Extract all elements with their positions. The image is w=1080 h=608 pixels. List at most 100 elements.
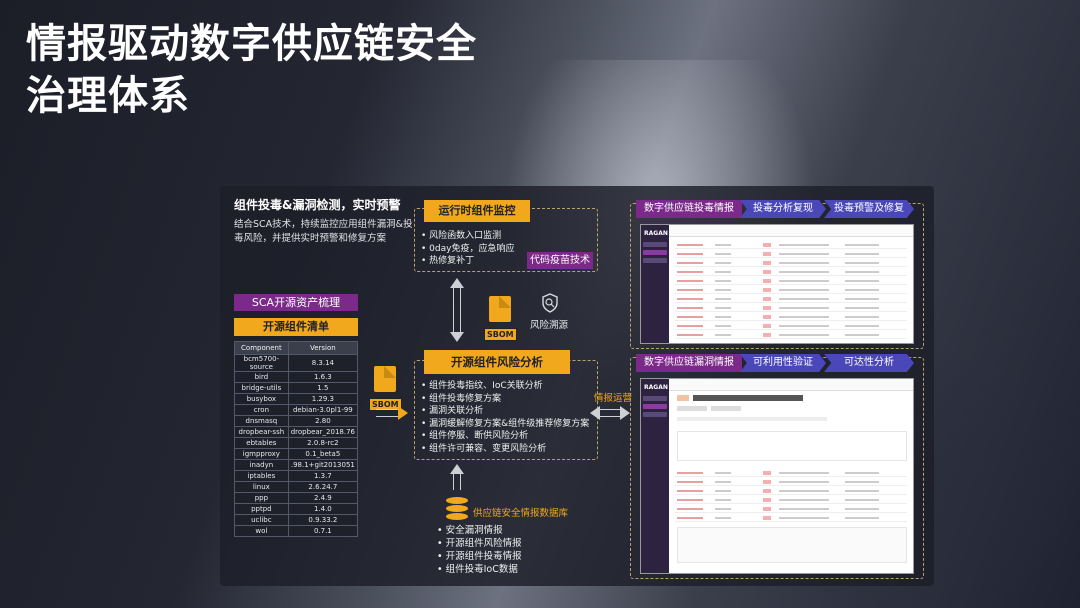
title-line-1: 情报驱动数字供应链安全 xyxy=(26,21,477,67)
component-name-cell: linux xyxy=(234,481,289,493)
sca-tag: SCA开源资产梳理 xyxy=(234,294,358,311)
list-item xyxy=(675,322,907,330)
analysis-tag: 开源组件风险分析 xyxy=(424,350,570,374)
analysis-to-intel-arrow xyxy=(590,406,630,420)
component-name-cell: dnsmasq xyxy=(234,415,289,427)
component-version-cell: 1.3.7 xyxy=(287,470,359,482)
analysis-bullet: • 组件停服、断供风险分析 xyxy=(421,431,529,441)
component-name-cell: iptables xyxy=(234,470,289,482)
code-vaccine-tag: 代码疫苗技术 xyxy=(527,252,593,269)
component-version-cell: 2.4.9 xyxy=(287,492,359,504)
analysis-bullet: • 组件许可兼容、变更风险分析 xyxy=(421,443,547,454)
component-name-cell: ebtables xyxy=(234,437,289,449)
sbom-icon-left: SBOM xyxy=(369,366,402,411)
poison-repro-step: 投毒分析复现 xyxy=(740,200,826,218)
component-version-cell: dropbear_2018.76 xyxy=(287,426,359,438)
component-version-cell: 0.7.1 xyxy=(287,525,359,537)
database-bullet: • 开源组件风险情报 xyxy=(437,538,522,549)
analysis-bullet: • 组件投毒修复方案 xyxy=(421,393,502,404)
left-description: 结合SCA技术，持续监控应用组件漏洞&投毒风险，并提供实时预警和修复方案 xyxy=(234,219,413,244)
runtime-analysis-arrow xyxy=(450,278,464,342)
poison-intel-screenshot: RAGAN xyxy=(640,224,914,344)
list-item xyxy=(675,505,907,513)
title-line-2: 治理体系 xyxy=(26,73,190,119)
sbom-label-left: SBOM xyxy=(369,398,402,411)
sbom-icon-center: SBOM xyxy=(484,296,517,341)
component-version-cell: 2.6.24.7 xyxy=(287,481,359,493)
component-version-cell: 1.5 xyxy=(287,382,359,394)
database-label: 供应链安全情报数据库 xyxy=(473,508,569,519)
list-item xyxy=(675,478,907,486)
analysis-bullet: • 漏洞关联分析 xyxy=(421,406,484,416)
poison-warning-step: 投毒预警及修复 xyxy=(824,200,914,218)
exploit-verify-step: 可利用性验证 xyxy=(740,354,826,372)
component-name-cell: inadyn xyxy=(234,459,289,471)
list-item xyxy=(675,259,907,267)
component-version-cell: 0.1_beta5 xyxy=(287,448,359,460)
database-bullet: • 开源组件投毒情报 xyxy=(437,551,522,562)
list-item xyxy=(675,295,907,303)
runtime-bullet: • 热修复补丁 xyxy=(421,256,475,266)
intel-ops-label: 情报运营 xyxy=(594,393,633,404)
list-item xyxy=(675,496,907,504)
component-name-cell: bird xyxy=(234,371,289,383)
component-version-cell: debian-3.0pl1-99 xyxy=(287,404,359,416)
list-item xyxy=(675,286,907,294)
analysis-bullet: • 漏洞缓解修复方案&组件级推荐修复方案 xyxy=(421,418,590,429)
list-item xyxy=(675,250,907,258)
table-row: inadyn.98.1+git2013051 xyxy=(234,459,359,471)
list-item xyxy=(675,514,907,522)
left-heading: 组件投毒&漏洞检测，实时预警 xyxy=(234,198,401,212)
analysis-bullet: • 组件投毒指纹、IoC关联分析 xyxy=(421,381,543,391)
component-list-tag: 开源组件清单 xyxy=(234,318,358,336)
sbom-to-analysis-arrow xyxy=(366,406,408,420)
column-header-component: Component xyxy=(234,341,289,355)
component-name-cell: ppp xyxy=(234,492,289,504)
database-bullet: • 组件投毒IoC数据 xyxy=(437,564,518,575)
component-version-cell: 0.9.33.2 xyxy=(287,514,359,526)
poison-intel-step: 数字供应链投毒情报 xyxy=(636,200,742,218)
component-name-cell: igmpproxy xyxy=(234,448,289,460)
runtime-bullets: • 风险函数入口监测 • 0day免疫，应急响应 • 热修复补丁 xyxy=(421,230,514,268)
component-name-cell: dropbear-ssh xyxy=(234,426,289,438)
component-version-cell: 2.0.8-rc2 xyxy=(287,437,359,449)
page-title: 情报驱动数字供应链安全 治理体系 xyxy=(26,18,477,122)
component-version-cell: .98.1+git2013051 xyxy=(287,459,359,471)
reachability-step: 可达性分析 xyxy=(824,354,914,372)
component-name-cell: bridge-utils xyxy=(234,382,289,394)
list-item xyxy=(675,331,907,339)
component-name-cell: uclibc xyxy=(234,514,289,526)
component-name-cell: cron xyxy=(234,404,289,416)
database-icon xyxy=(446,497,468,521)
list-item xyxy=(675,268,907,276)
sbom-label-center: SBOM xyxy=(484,328,517,341)
component-version-cell: 1.4.0 xyxy=(287,503,359,515)
list-item xyxy=(675,313,907,321)
runtime-tag: 运行时组件监控 xyxy=(424,200,530,222)
vuln-intel-step: 数字供应链漏洞情报 xyxy=(636,354,742,372)
component-version-cell: 1.29.3 xyxy=(287,393,359,405)
analysis-bullets: • 组件投毒指纹、IoC关联分析 • 组件投毒修复方案 • 漏洞关联分析 • 漏… xyxy=(421,380,589,455)
component-name-cell: busybox xyxy=(234,393,289,405)
list-item xyxy=(675,241,907,249)
component-name-cell: pptpd xyxy=(234,503,289,515)
database-bullets: • 安全漏洞情报 • 开源组件风险情报 • 开源组件投毒情报 • 组件投毒IoC… xyxy=(437,524,522,576)
list-item xyxy=(675,277,907,285)
runtime-bullet: • 0day免疫，应急响应 xyxy=(421,243,515,254)
risk-trace-label: 风险溯源 xyxy=(530,320,569,331)
column-header-version: Version xyxy=(287,341,359,355)
list-item xyxy=(675,304,907,312)
